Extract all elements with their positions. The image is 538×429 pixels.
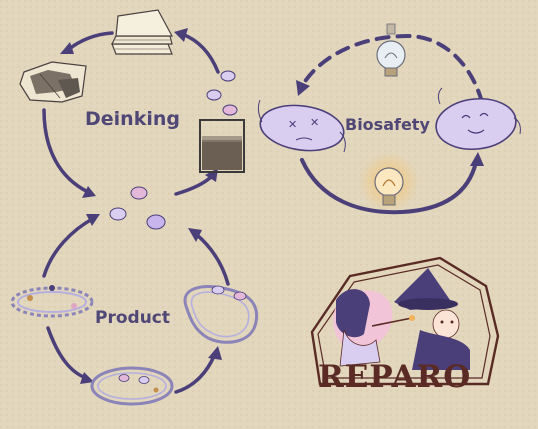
arrowhead xyxy=(208,346,222,360)
arrowhead xyxy=(174,28,188,42)
enzyme-microbes-bottom xyxy=(109,186,166,230)
dashed-arrow-top xyxy=(300,33,484,104)
logo-text: REPARO xyxy=(318,359,471,395)
arrow-bottom-to-right xyxy=(174,354,216,394)
deinking-cycle: Deinking xyxy=(19,9,245,230)
arrowhead xyxy=(470,152,484,166)
crumpled-paper-icon xyxy=(19,61,87,103)
arrowhead xyxy=(80,372,94,384)
biosafety-cycle: ✕ ✕ Biosafety xyxy=(257,23,521,215)
svg-text:✕: ✕ xyxy=(310,116,319,129)
arrow-tank-to-stack xyxy=(180,32,220,74)
label-product: Product xyxy=(95,308,170,328)
arrow-left-to-bottom xyxy=(46,326,88,380)
label-biosafety: Biosafety xyxy=(345,115,430,134)
deinking-tank-icon xyxy=(199,119,245,173)
paper-stack-icon xyxy=(111,9,174,55)
arrowhead xyxy=(188,228,202,242)
arrow-crumpled-to-bottom xyxy=(42,108,90,194)
plasmid-bottom-icon xyxy=(90,366,174,406)
reparo-logo: REPARO xyxy=(310,256,500,395)
label-deinking: Deinking xyxy=(85,108,180,130)
plasmid-left-icon xyxy=(10,285,94,318)
arrow-plasmid-to-cluster xyxy=(42,216,96,278)
arrowhead xyxy=(82,186,96,198)
svg-text:✕: ✕ xyxy=(288,118,297,131)
arrowhead xyxy=(296,80,310,96)
enzyme-microbes-top xyxy=(206,70,238,116)
arrow-right-plasmid-up xyxy=(194,232,230,286)
solid-arrow-bottom xyxy=(300,158,478,215)
light-bulb-off-icon xyxy=(376,23,406,77)
happy-bacterium-icon xyxy=(435,87,521,151)
plasmid-right-icon xyxy=(183,285,259,344)
arrowhead xyxy=(86,214,100,226)
sad-bacterium-icon: ✕ ✕ xyxy=(257,99,346,153)
light-bulb-on-icon xyxy=(359,152,419,212)
product-cycle: Product xyxy=(10,214,259,406)
arrowhead xyxy=(60,42,74,54)
